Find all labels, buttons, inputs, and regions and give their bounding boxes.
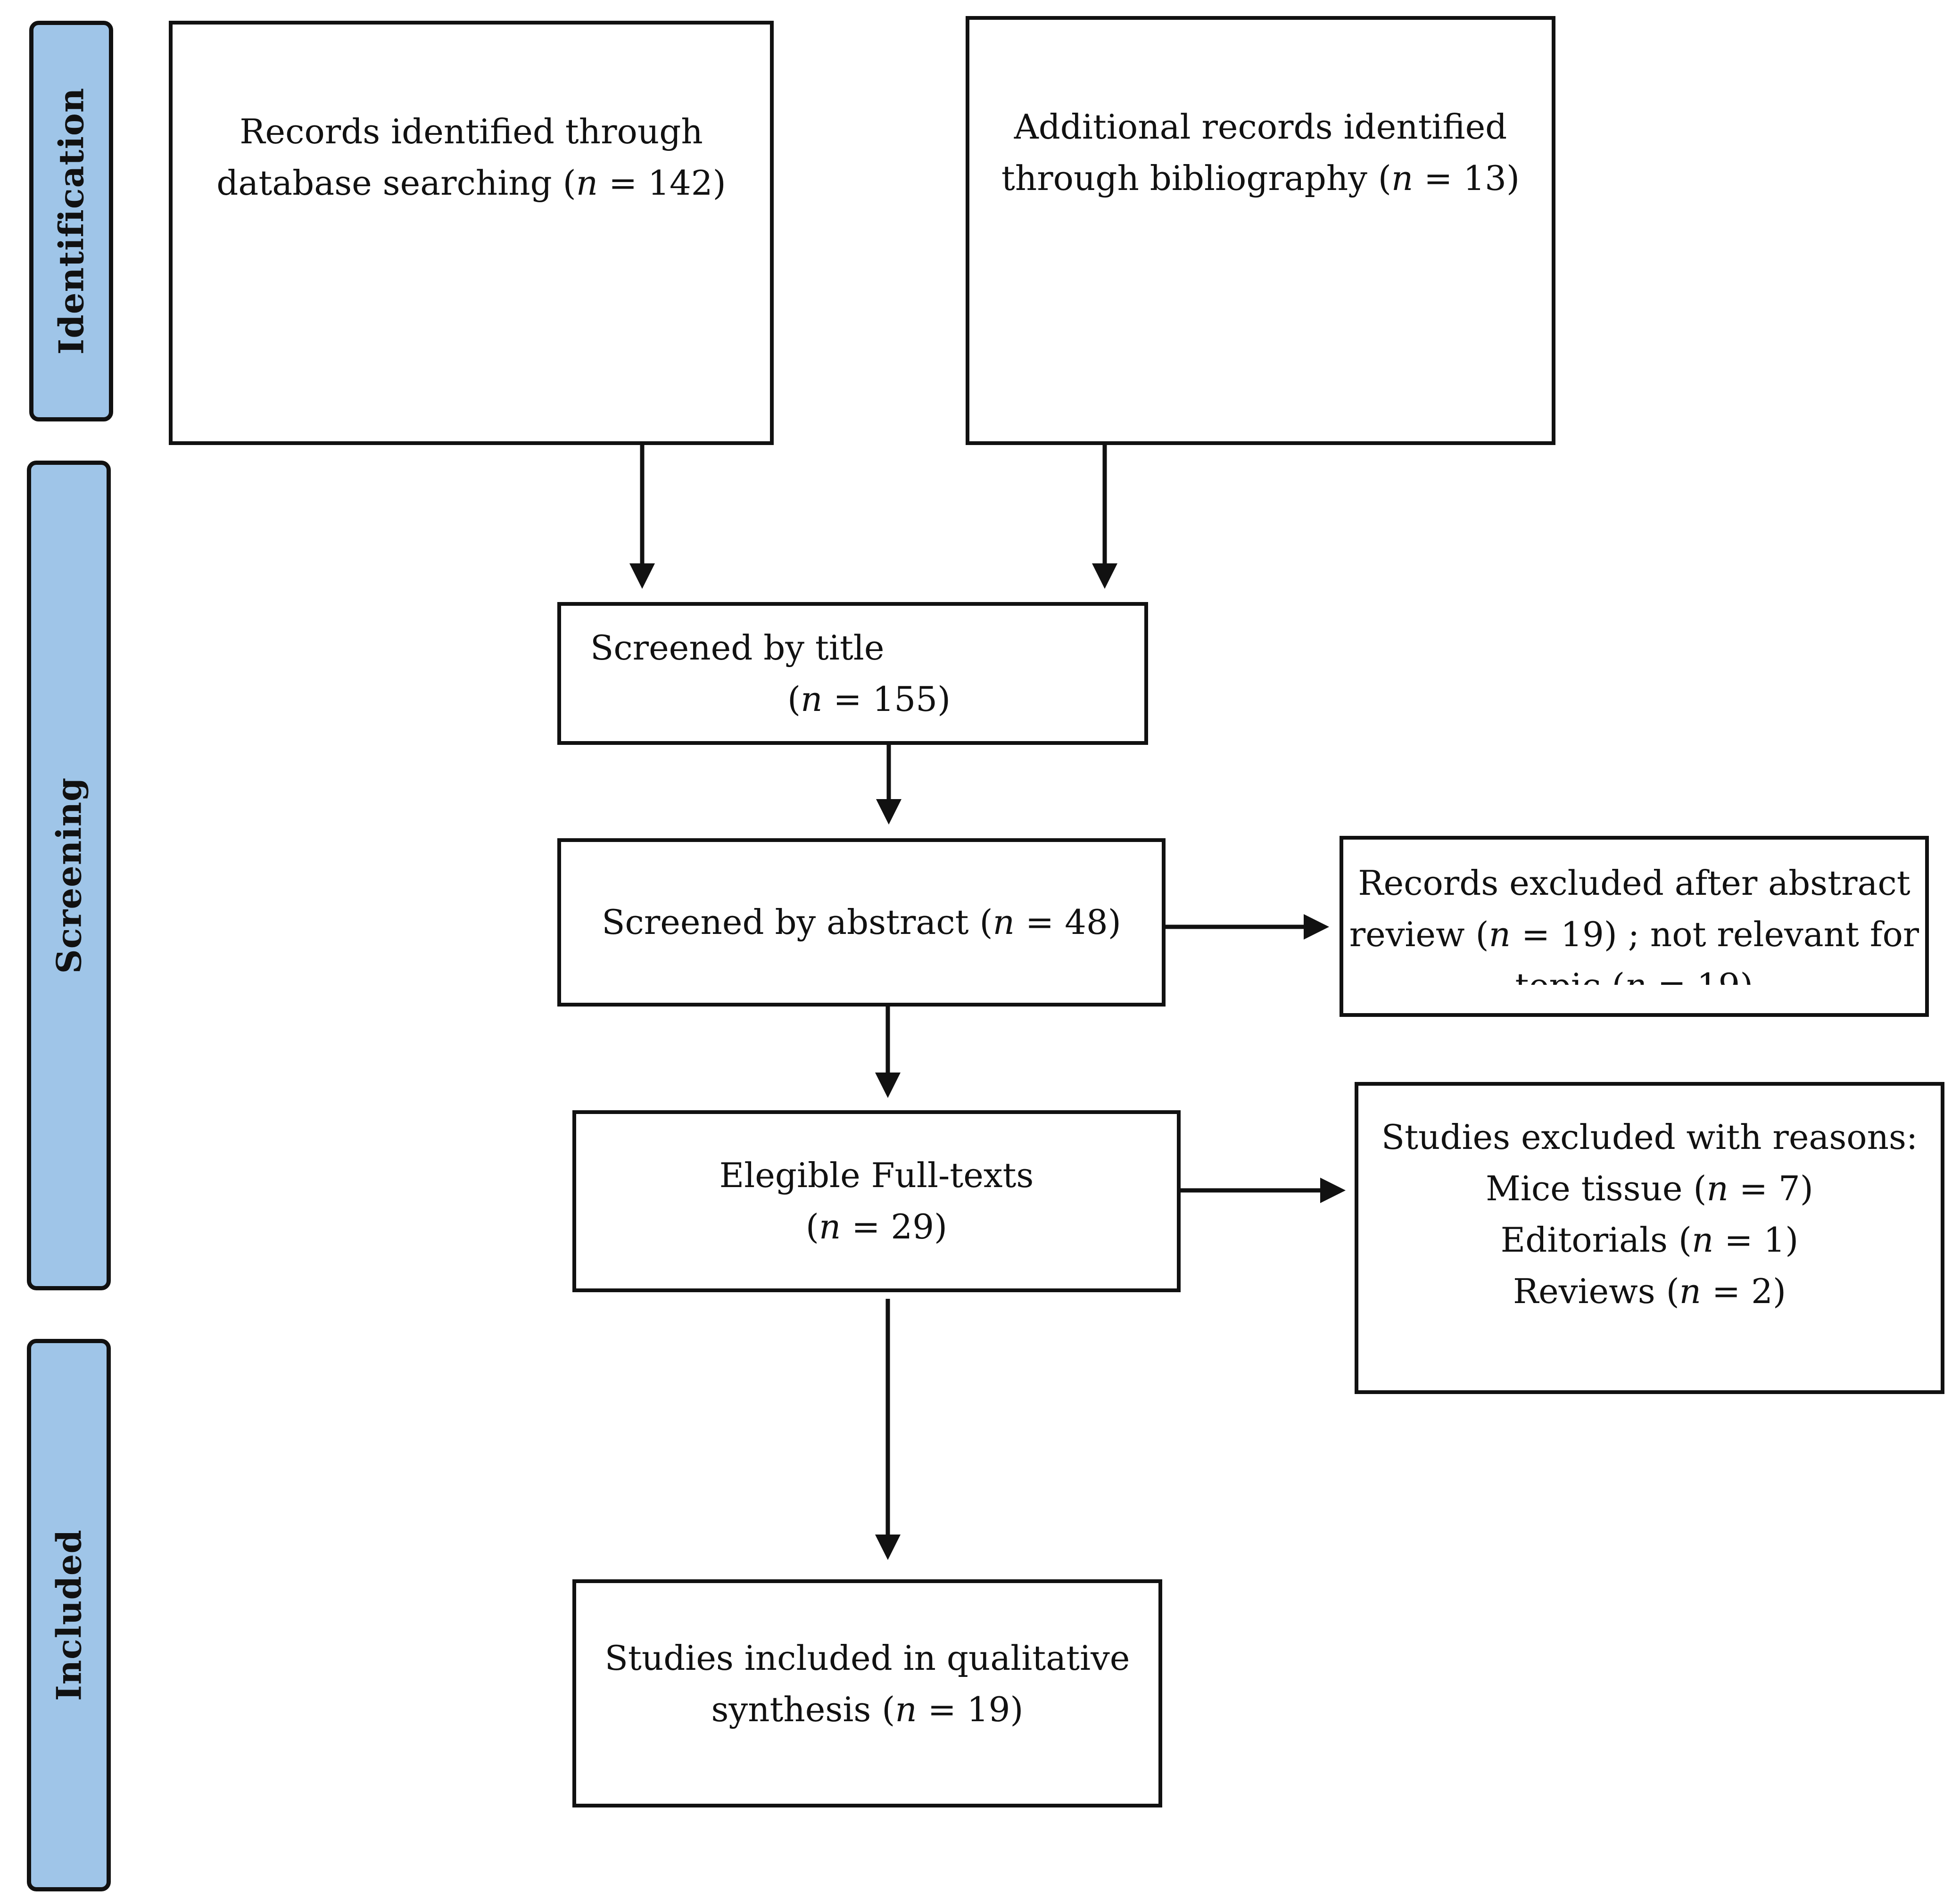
abstract-line-1: Screened by abstract (n = 48) xyxy=(602,902,1121,942)
bib-line-1: Additional records identified xyxy=(1014,107,1507,147)
box-records-excluded-abstract: Records excluded after abstract review (… xyxy=(1340,836,1929,1017)
db-line-1: Records identified through xyxy=(240,112,703,151)
db-line-2: database searching (n = 142) xyxy=(216,163,726,203)
box-studies-included: Studies included in qualitative synthesi… xyxy=(572,1579,1162,1807)
box-eligible-full-texts: Elegible Full-texts (n = 29) xyxy=(572,1110,1181,1292)
phase-bar-screening: Screening xyxy=(27,461,111,1290)
fulltext-line-1: Elegible Full-texts xyxy=(719,1155,1034,1195)
reason-editorials: Editorials (n = 1) xyxy=(1500,1220,1799,1260)
box-screened-by-title: Screened by title (n = 155) xyxy=(557,602,1148,745)
title-line-1: Screened by title xyxy=(590,627,885,668)
excluded-line-2: review (n = 19) ; not relevant for xyxy=(1349,915,1919,954)
phase-bar-included: Included xyxy=(27,1339,111,1891)
box-screened-by-abstract: Screened by abstract (n = 48) xyxy=(557,838,1166,1007)
included-line-1: Studies included in qualitative xyxy=(604,1638,1130,1678)
box-database-searching: Records identified through database sear… xyxy=(169,21,774,445)
phase-bar-identification: Identification xyxy=(29,21,113,421)
box-studies-excluded-reasons: Studies excluded with reasons: Mice tiss… xyxy=(1355,1082,1944,1394)
excluded-line-1: Records excluded after abstract xyxy=(1358,863,1910,903)
box-bibliography: Additional records identified through bi… xyxy=(966,16,1555,445)
reason-mice-tissue: Mice tissue (n = 7) xyxy=(1486,1169,1813,1208)
fulltext-line-2: (n = 29) xyxy=(805,1207,948,1246)
excluded-line-3: topic (n = 19) xyxy=(1515,960,1753,985)
included-line-2: synthesis (n = 19) xyxy=(711,1690,1024,1729)
bib-line-2: through bibliography (n = 13) xyxy=(1001,158,1520,198)
title-line-2: (n = 155) xyxy=(787,679,951,719)
excluded-text-window: Records excluded after abstract review (… xyxy=(1349,858,1919,985)
reasons-heading: Studies excluded with reasons: xyxy=(1381,1117,1918,1157)
reason-reviews: Reviews (n = 2) xyxy=(1513,1271,1786,1311)
